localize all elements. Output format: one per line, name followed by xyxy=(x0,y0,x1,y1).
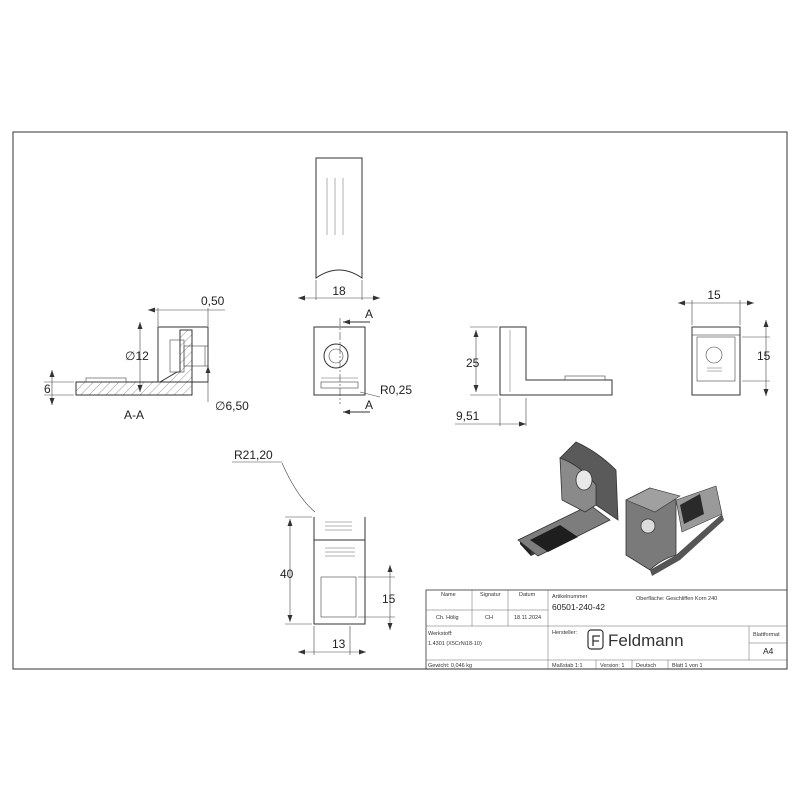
section-thickness-dim: 0,50 xyxy=(201,294,225,308)
end-view-width-dim: 15 xyxy=(707,288,721,302)
tb-sheet-format-label: Blattformat xyxy=(753,632,780,638)
tb-col-date: Datum xyxy=(519,592,536,598)
tb-material: 1.4301 (X5CrNi18-10) xyxy=(428,641,482,647)
tb-manufacturer-label: Hersteller: xyxy=(552,630,578,636)
section-marker-bottom: A xyxy=(365,398,373,412)
tb-name: Ch. Hölig xyxy=(436,615,459,621)
feldmann-logo: Feldmann xyxy=(587,629,684,650)
isometric-render-right xyxy=(625,485,724,576)
tb-material-label: Werkstoff: xyxy=(428,631,453,637)
section-marker-top: A xyxy=(365,307,373,321)
tb-article-number: 60501-240-42 xyxy=(552,602,605,612)
front-view-radius-dim: R0,25 xyxy=(380,383,412,397)
bottom-view: R21,20 40 15 13 xyxy=(232,448,396,655)
section-base-dim: 6 xyxy=(44,382,51,396)
top-view: 18 xyxy=(298,157,380,301)
section-bore-large-dim: ∅12 xyxy=(125,349,149,363)
end-view-height-dim: 15 xyxy=(757,349,771,363)
side-view-height-dim: 25 xyxy=(466,356,480,370)
tb-col-signature: Signatur xyxy=(480,592,501,598)
section-view-aa: 0,50 ∅12 ∅6,50 6 A-A xyxy=(44,294,249,422)
title-block: Name Signatur Datum Ch. Hölig CH 18.11.2… xyxy=(425,589,788,670)
end-view: 15 15 xyxy=(678,288,771,396)
isometric-render-left xyxy=(517,441,619,557)
section-label: A-A xyxy=(124,408,144,422)
side-view-thickness-dim: 9,51 xyxy=(456,409,480,423)
tb-version: Version: 1 xyxy=(600,663,624,669)
bottom-view-length-dim: 40 xyxy=(280,567,294,581)
bottom-view-slot-height-dim: 15 xyxy=(382,592,396,606)
tb-article-label: Artikelnummer xyxy=(552,594,588,600)
tb-language: Deutsch xyxy=(636,663,656,669)
tb-surface: Oberfläche: Geschliffen Korn 240 xyxy=(636,596,717,602)
tb-sheet: Blatt 1 von 1 xyxy=(672,663,703,669)
front-view: A A R0,25 xyxy=(313,307,412,415)
side-view: 25 9,51 xyxy=(455,326,613,427)
tb-sheet-format: A4 xyxy=(763,646,774,656)
bottom-view-radius-dim: R21,20 xyxy=(234,448,273,462)
tb-weight: Gewicht: 0,046 kg xyxy=(428,663,472,669)
tb-scale: Maßstab 1:1 xyxy=(552,663,583,669)
section-bore-small-dim: ∅6,50 xyxy=(215,399,249,413)
bottom-view-slot-width-dim: 13 xyxy=(332,637,346,651)
brand-name: Feldmann xyxy=(608,631,684,650)
top-view-width-dim: 18 xyxy=(332,284,346,298)
tb-date: 18.11.2024 xyxy=(514,615,541,621)
tb-signature: CH xyxy=(485,615,493,621)
drawing-frame xyxy=(12,131,788,670)
tb-col-name: Name xyxy=(441,592,456,598)
